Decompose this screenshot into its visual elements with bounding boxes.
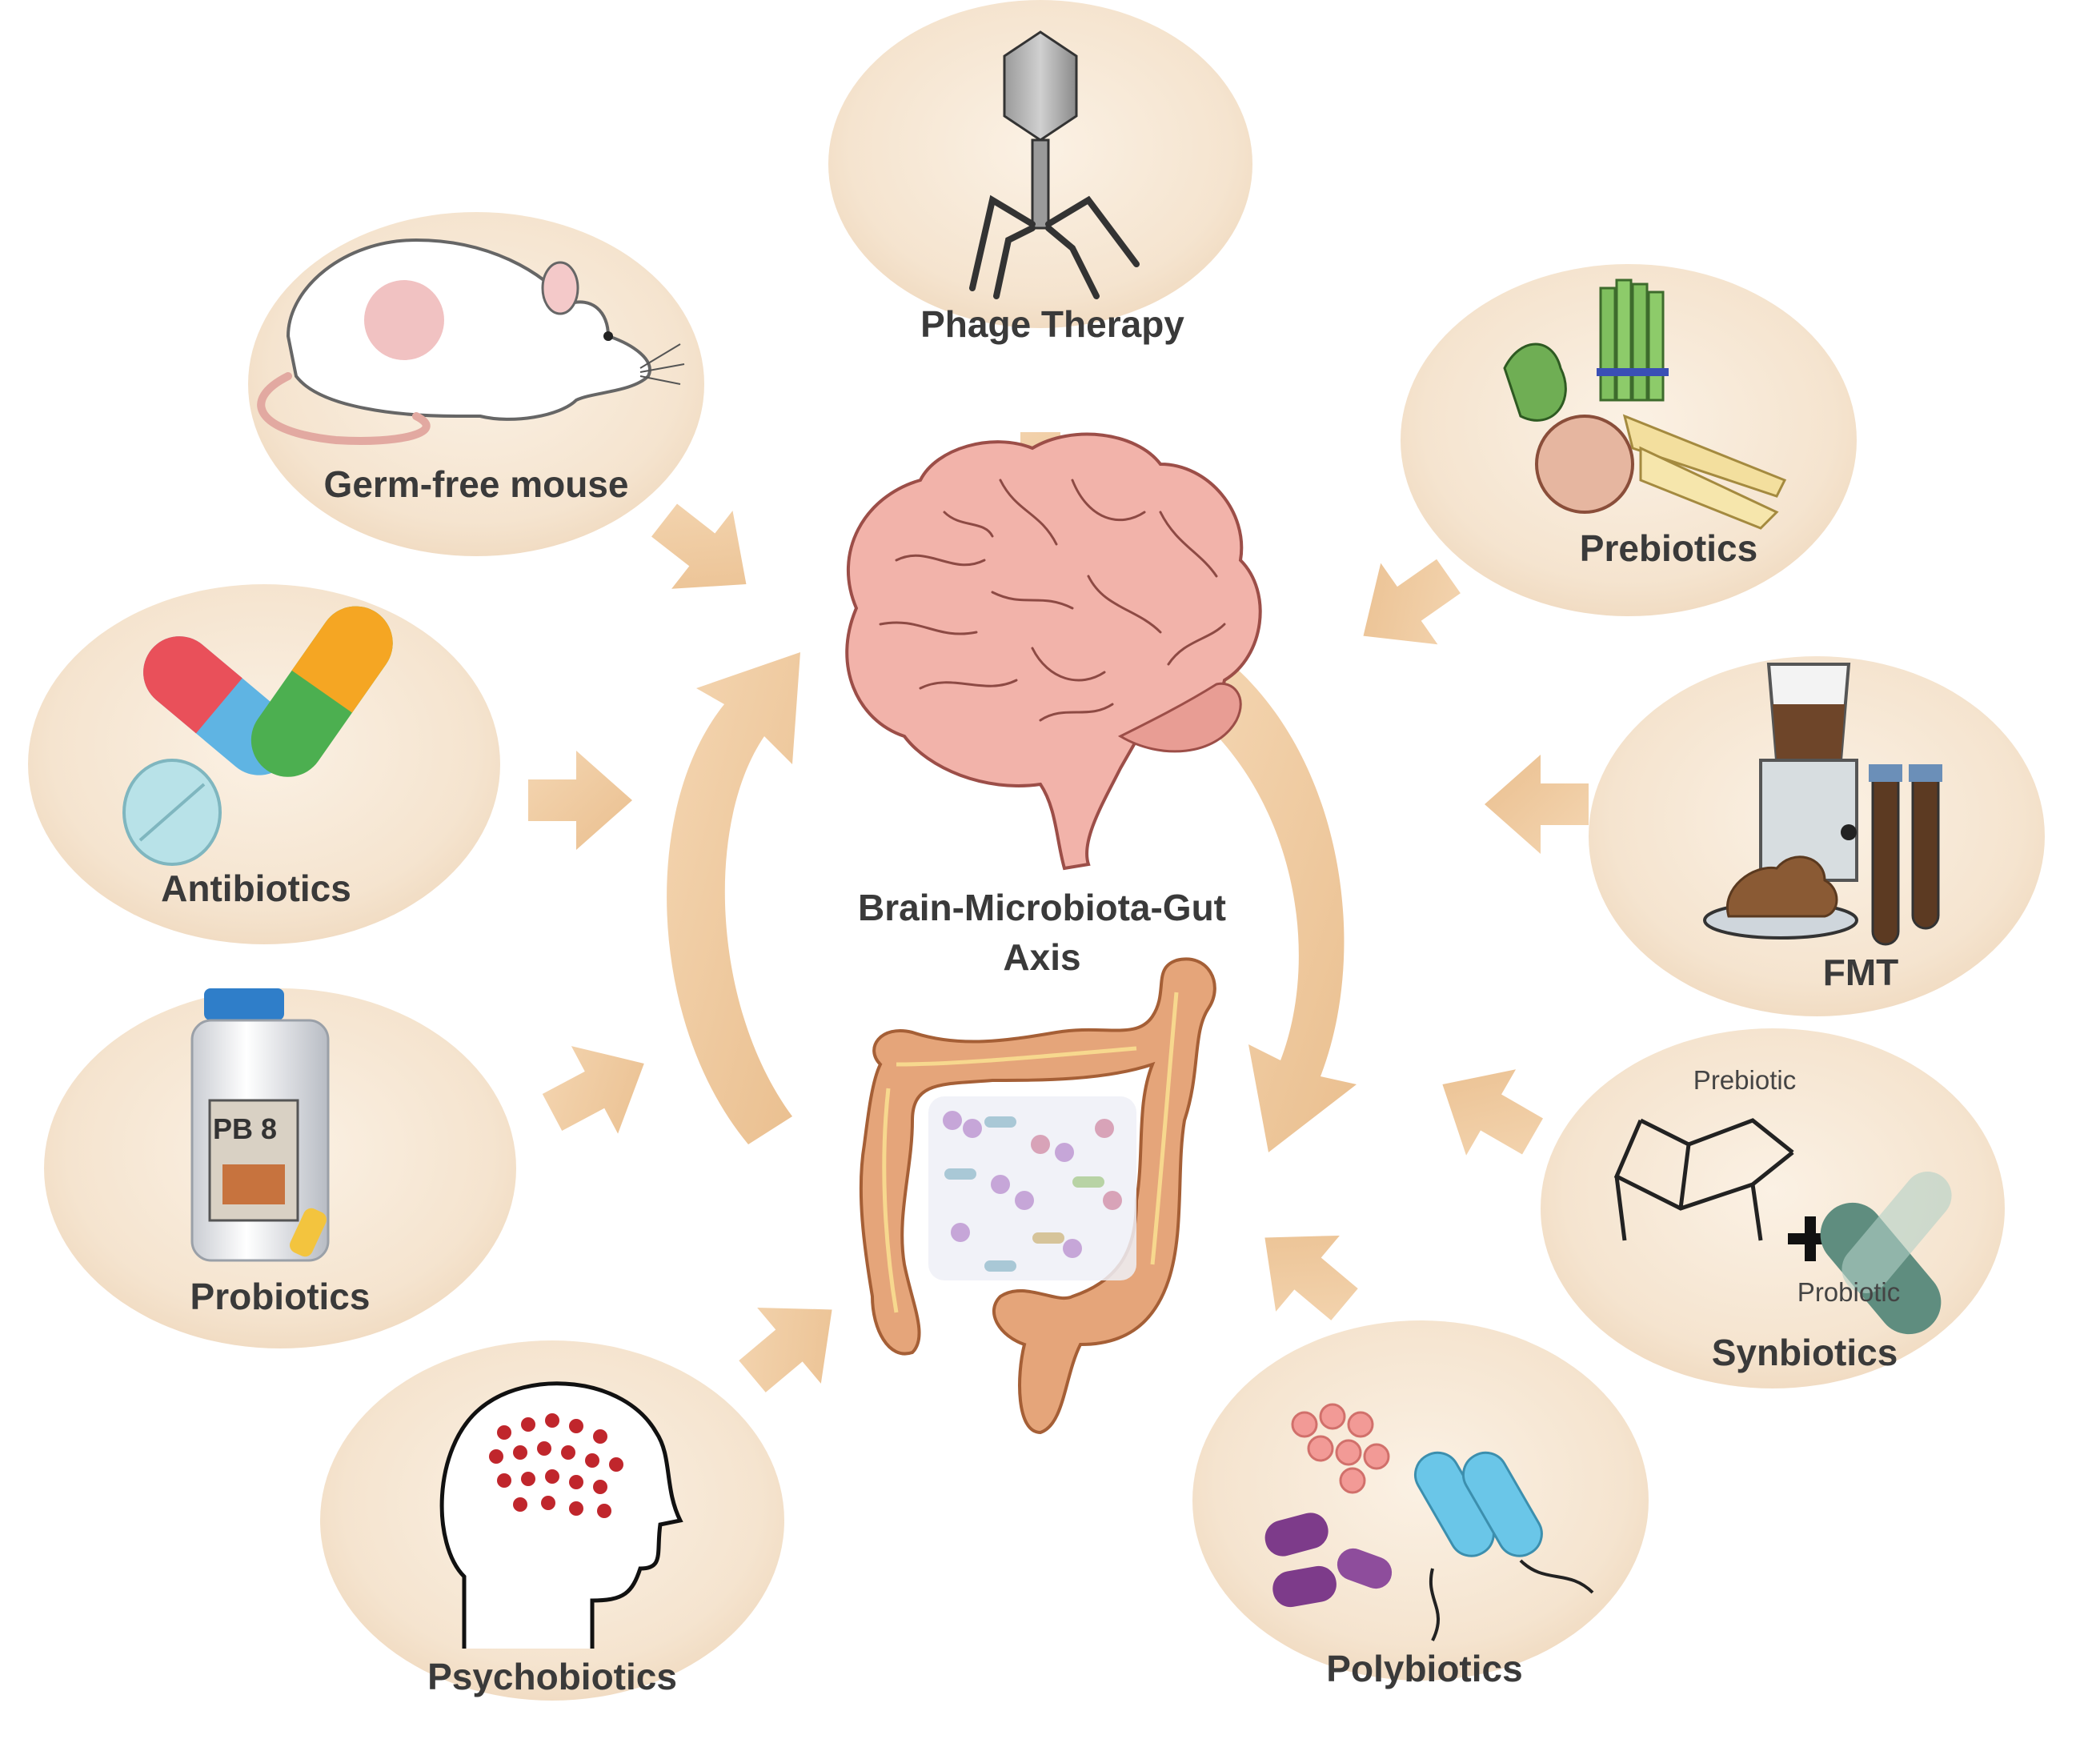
arrow-polybiotics-in (1264, 1235, 1358, 1320)
blender-stool-icon (1703, 663, 1942, 946)
gut-icon (859, 957, 1216, 1435)
arrow-probiotics-in (542, 1046, 644, 1134)
mouse-icon (257, 238, 685, 445)
node-polybiotics-oval (1192, 1320, 1649, 1681)
bacteria-cluster-icon (1264, 1403, 1594, 1641)
head-brain-icon (439, 1381, 683, 1649)
bacteriophage-icon (969, 30, 1140, 299)
pills-icon (122, 606, 393, 866)
arrow-germ-free-in (651, 503, 747, 589)
arrow-antibiotics-in (528, 751, 632, 850)
arrow-synbiotics-in (1442, 1069, 1543, 1156)
arrow-psychobiotics-in (739, 1307, 832, 1392)
brain-icon (845, 432, 1262, 871)
cycle-arrow-right-down (1192, 668, 1357, 1152)
node-prebiotics-oval (1401, 264, 1857, 616)
vegetables-icon (1503, 278, 1787, 530)
cycle-arrow-left-up (667, 652, 800, 1144)
prebiotic-plus-probiotic-icon (1613, 1118, 1952, 1335)
supplement-bottle-icon (190, 988, 330, 1262)
arrow-prebiotics-in (1363, 559, 1461, 645)
arrow-fmt-in (1485, 755, 1589, 854)
